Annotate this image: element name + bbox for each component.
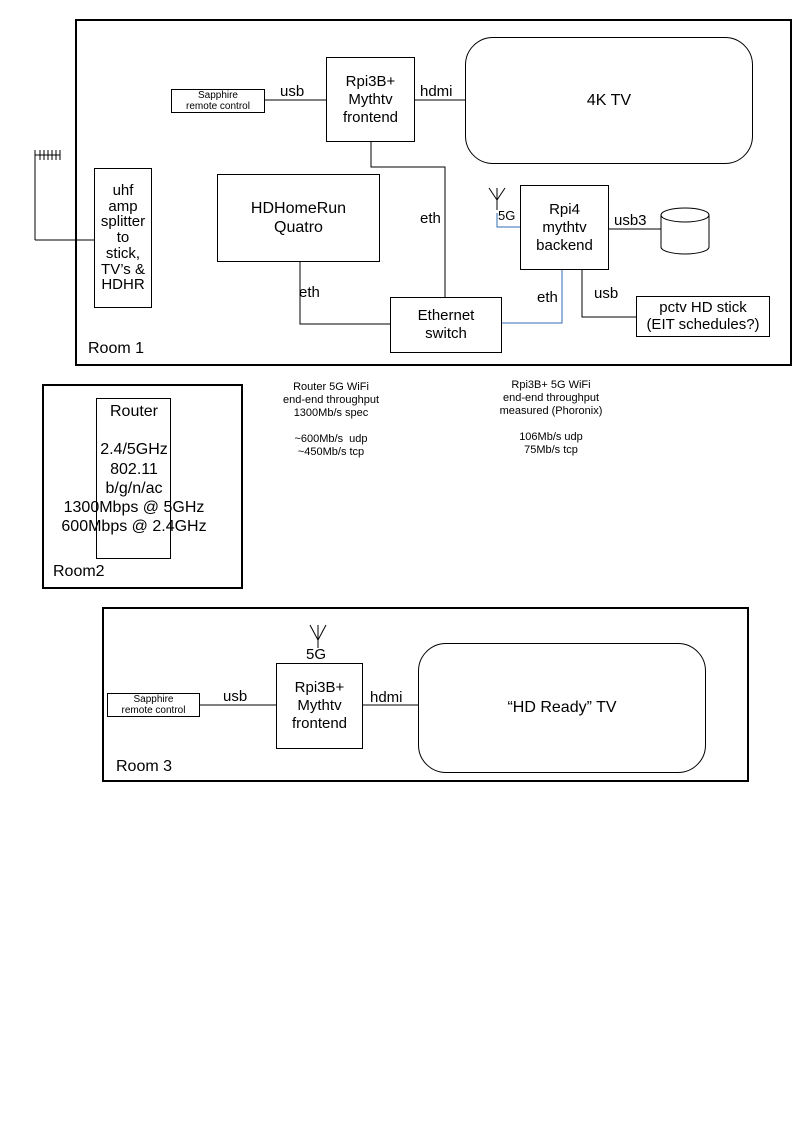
room1-usb3-label: usb3: [614, 212, 647, 229]
room1-eth-backend-label: eth: [537, 289, 558, 306]
room-1-frame: [75, 19, 792, 366]
room2-router-box: [96, 398, 171, 559]
room1-backend-box: Rpi4 mythtv backend: [520, 185, 609, 270]
disk-icon: [660, 215, 710, 255]
room1-uhf-splitter: uhf amp splitter to stick, TV’s & HDHR: [94, 168, 152, 308]
room3-5g-label: 5G: [306, 646, 327, 663]
room1-frontend-box: Rpi3B+ Mythtv frontend: [326, 57, 415, 142]
room1-pctv-stick: pctv HD stick (EIT schedules?): [636, 296, 770, 337]
room1-eth-frontend-label: eth: [420, 210, 441, 227]
room1-hdmi-label: hdmi: [420, 83, 453, 100]
room1-sapphire-remote: Sapphire remote control: [171, 89, 265, 113]
room-3-frame: [102, 607, 749, 782]
room3-hd-ready-tv: “HD Ready” TV: [418, 643, 706, 773]
room3-hdmi-label: hdmi: [370, 689, 403, 706]
room1-4k-tv: 4K TV: [465, 37, 753, 164]
room-1-label: Room 1: [88, 340, 145, 357]
room-3-label: Room 3: [116, 758, 173, 775]
usb-stick-line: [581, 270, 636, 318]
room3-usb-label: usb: [223, 688, 248, 705]
hdhr-eth-line: [299, 262, 390, 325]
room3-sapphire-remote: Sapphire remote control: [107, 693, 200, 717]
router-wifi-note: Router 5G WiFi end-end throughput 1300Mb…: [282, 381, 380, 458]
backend-eth-link: [502, 270, 563, 324]
room-2-label: Room2: [53, 563, 105, 580]
room1-usb-label: usb: [280, 83, 305, 100]
room2-router-text: Router 2.4/5GHz 802.11 b/g/n/ac 1300Mbps…: [61, 403, 207, 536]
room-2-frame: [42, 384, 243, 589]
room1-hdhomerun: HDHomeRun Quatro: [217, 174, 380, 262]
room3-frontend-box: Rpi3B+ Mythtv frontend: [276, 663, 363, 749]
rpi-wifi-note: Rpi3B+ 5G WiFi end-end throughput measur…: [499, 379, 603, 456]
backend-wifi-link: [496, 213, 520, 228]
room1-eth-hdhr-label: eth: [299, 284, 320, 301]
frontend-eth-line: [370, 142, 446, 297]
room1-usb-stick-label: usb: [594, 285, 619, 302]
room1-ethernet-switch: Ethernet switch: [390, 297, 502, 353]
room1-5g-label: 5G: [498, 208, 516, 223]
